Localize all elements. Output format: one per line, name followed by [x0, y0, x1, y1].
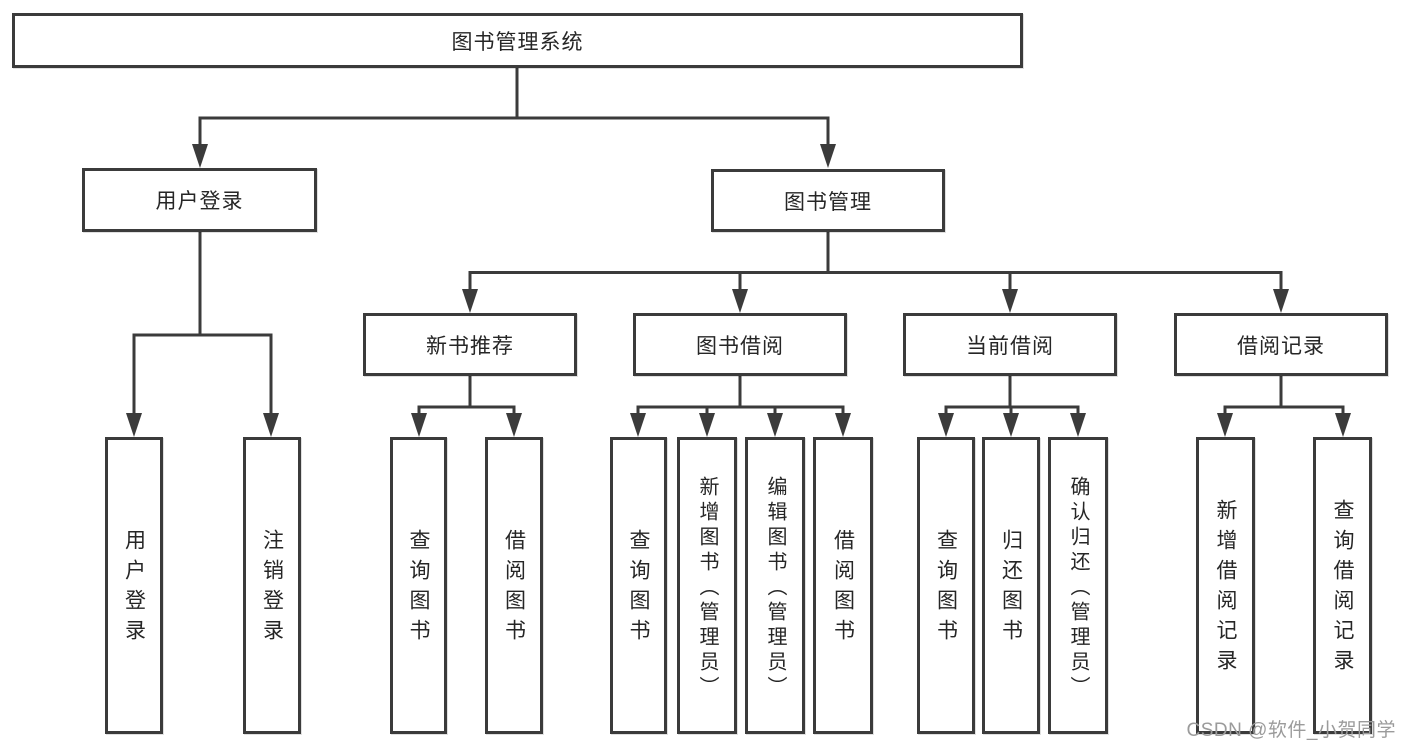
node-current-borrowing: 当前借阅	[903, 313, 1117, 376]
node-leaf-logout: 注销登录	[243, 437, 301, 734]
csdn-watermark: CSDN @软件_小贺同学	[1186, 720, 1396, 741]
node-leaf-borrowing-query-books: 查询图书	[610, 437, 667, 734]
node-leaf-records-query-record: 查询借阅记录	[1313, 437, 1372, 734]
node-user-login: 用户登录	[82, 168, 317, 232]
node-leaf-current-confirm-return: 确认归还（管理员）	[1048, 437, 1108, 734]
node-leaf-current-return-books: 归还图书	[982, 437, 1040, 734]
node-new-book-recommend: 新书推荐	[363, 313, 577, 376]
node-book-management: 图书管理	[711, 169, 945, 232]
node-leaf-borrowing-borrow-books: 借阅图书	[813, 437, 873, 734]
node-leaf-borrowing-edit-books: 编辑图书（管理员）	[745, 437, 805, 734]
node-leaf-borrowing-add-books: 新增图书（管理员）	[677, 437, 737, 734]
node-book-borrowing: 图书借阅	[633, 313, 847, 376]
node-leaf-user-login: 用户登录	[105, 437, 163, 734]
node-leaf-records-add-record: 新增借阅记录	[1196, 437, 1255, 734]
node-leaf-current-query-books: 查询图书	[917, 437, 975, 734]
node-borrowing-records: 借阅记录	[1174, 313, 1388, 376]
node-root: 图书管理系统	[12, 13, 1023, 68]
node-leaf-recommend-query-books: 查询图书	[390, 437, 447, 734]
node-leaf-recommend-borrow-books: 借阅图书	[485, 437, 543, 734]
